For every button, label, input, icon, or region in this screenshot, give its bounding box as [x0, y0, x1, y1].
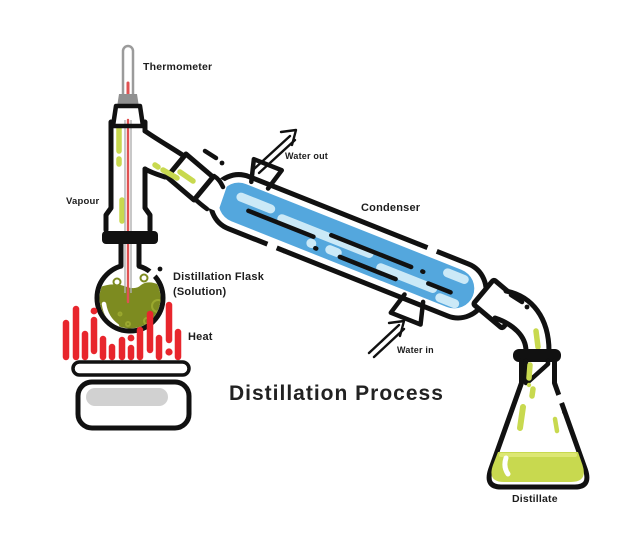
delivery-tube	[492, 288, 552, 363]
water-in-port	[388, 292, 426, 327]
distillation-flask-label-line2: (Solution)	[173, 285, 227, 298]
heat-flames	[62, 301, 182, 361]
thermometer-label: Thermometer	[143, 61, 213, 73]
water-in-arrow	[367, 319, 406, 359]
side-arm	[142, 128, 187, 159]
flask-collar	[513, 349, 561, 362]
distillation-flask-label-line1: Distillation Flask	[173, 271, 265, 283]
still-head	[103, 119, 228, 233]
water-out-label: Water out	[285, 151, 328, 161]
condenser-label: Condenser	[361, 202, 421, 214]
erlenmeyer-flask	[486, 349, 590, 490]
heat-label: Heat	[188, 331, 213, 343]
bubble	[139, 273, 149, 283]
condenser	[208, 156, 489, 327]
flask-outline	[486, 358, 590, 490]
condenser-water-dashes	[236, 192, 469, 309]
condenser-flow-dashes	[246, 208, 453, 295]
water-out-arrow	[252, 128, 298, 175]
stopper-body	[110, 103, 146, 129]
bubble	[112, 277, 122, 287]
vapour-label: Vapour	[66, 196, 100, 207]
distillate-drops	[517, 362, 560, 434]
distillate-liquid	[491, 452, 584, 482]
distillation-flask	[94, 241, 166, 334]
hot-plate-top	[71, 360, 191, 377]
vapour-dashes	[116, 124, 196, 224]
page-title: Distillation Process	[229, 382, 444, 405]
neck-clamp	[102, 231, 158, 244]
flask-solution	[99, 282, 161, 329]
water-in-label: Water in	[397, 345, 434, 355]
distillation-flask-label: Distillation Flask (Solution)	[173, 270, 264, 299]
thermometer	[102, 44, 158, 304]
distillate-label: Distillate	[512, 493, 558, 505]
hot-plate-body	[75, 379, 192, 431]
hot-plate	[71, 360, 192, 431]
